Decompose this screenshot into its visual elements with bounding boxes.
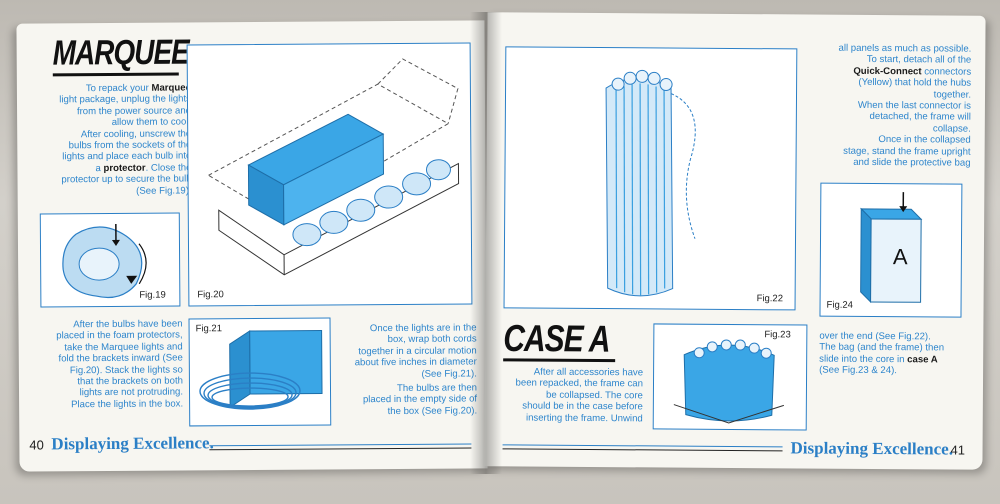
- cord-coil-illustration: [199, 330, 323, 410]
- fig20-label: Fig.20: [197, 289, 224, 301]
- case-a-title: CASE A: [503, 318, 610, 361]
- title-underline: [52, 72, 179, 77]
- core-illustration: [673, 339, 785, 424]
- case-a-illustration: [860, 192, 923, 304]
- left-page: MARQUEE To repack your Marquee light pac…: [16, 20, 488, 472]
- fig19-bulb-protector: Fig.19: [39, 212, 181, 308]
- fig22-label: Fig.22: [756, 293, 784, 305]
- footer-rule-black: [209, 447, 472, 451]
- footer-rule-black-right: [502, 448, 783, 452]
- fig23-label: Fig.23: [764, 329, 791, 341]
- fig24-case-a: A Fig.24: [819, 182, 963, 318]
- bulb-protector-illustration: [62, 223, 147, 299]
- footer-rule-blue: [209, 443, 472, 447]
- footer-left: Displaying Excellence.: [51, 433, 214, 454]
- footer-rule-blue-right: [502, 444, 783, 448]
- case-title-underline: [503, 358, 616, 363]
- fig23-core: Fig.23: [652, 323, 808, 431]
- page-number-41: 41: [950, 442, 966, 458]
- right-page: Fig.22 all panels as much as possible. T…: [484, 12, 986, 470]
- fig20-box-packing: Fig.20: [186, 42, 473, 307]
- footer-right: Displaying Excellence.: [790, 438, 954, 459]
- fig22-frame-bag: Fig.22: [503, 46, 798, 311]
- case-letter: A: [892, 244, 908, 270]
- marquee-title: MARQUEE: [52, 32, 189, 73]
- para2-text: After the bulbs have been placed in the …: [56, 318, 184, 411]
- page-number-40: 40: [29, 437, 44, 453]
- fig21-cords: Fig.21: [188, 317, 332, 427]
- over-text: over the end (See Fig.22). The bag (and …: [819, 330, 945, 377]
- frame-bundle-illustration: [605, 69, 696, 297]
- fig24-label: Fig.24: [826, 299, 853, 311]
- top-text: all panels as much as possible. To start…: [838, 42, 972, 169]
- intro-text: To repack your Marquee light package, un…: [59, 82, 192, 197]
- fig19-label: Fig.19: [139, 289, 166, 301]
- case-text: After all accessories have been repacked…: [515, 366, 644, 424]
- para3-text: Once the lights are in the box, wrap bot…: [354, 322, 478, 417]
- box-illustration: [207, 58, 460, 276]
- fig21-label: Fig.21: [195, 323, 223, 335]
